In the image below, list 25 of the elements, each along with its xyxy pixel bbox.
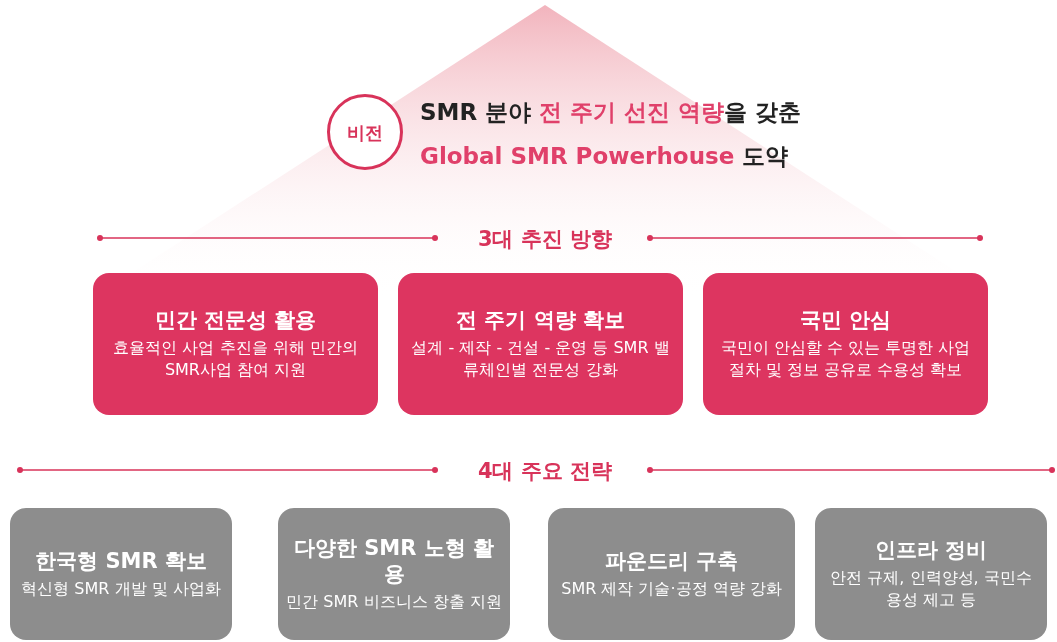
section-heading: 4대 주요 전략	[476, 458, 614, 485]
direction-box	[398, 273, 683, 415]
box-description: 국민이 안심할 수 있는 투명한 사업 절차 및 정보 공유로 수용성 확보	[719, 337, 972, 382]
strategy-box	[10, 508, 232, 640]
box-description: 안전 규제, 인력양성, 국민수용성 제고 등	[829, 567, 1033, 612]
vision-label: 비전	[347, 120, 383, 145]
box-title: 다양한 SMR 노형 활용	[292, 534, 496, 588]
strategy-box	[548, 508, 795, 640]
box-description: 민간 SMR 비즈니스 창출 지원	[286, 591, 502, 614]
box-description: 설계 - 제작 - 건설 - 운영 등 SMR 밸류체인별 전문성 강화	[410, 337, 671, 382]
box-title: 한국형 SMR 확보	[35, 547, 207, 575]
box-title: 파운드리 구축	[604, 547, 739, 575]
vision-statement: SMR 분야 전 주기 선진 역량을 갖춘 Global SMR Powerhouse 도약	[420, 98, 802, 171]
box-description: SMR 제작 기술·공정 역량 강화	[561, 578, 782, 601]
box-title: 민간 전문성 활용	[154, 306, 317, 334]
box-description: 효율적인 사업 추진을 위해 민간의 SMR사업 참여 지원	[112, 337, 359, 382]
box-title: 국민 안심	[799, 306, 892, 334]
strategy-box	[815, 508, 1047, 640]
box-description: 혁신형 SMR 개발 및 사업화	[21, 578, 221, 601]
box-title: 인프라 정비	[874, 536, 988, 564]
strategy-box	[278, 508, 510, 640]
section-heading: 3대 추진 방향	[476, 226, 614, 253]
direction-box	[703, 273, 988, 415]
direction-box	[93, 273, 378, 415]
box-title: 전 주기 역량 확보	[456, 306, 625, 334]
